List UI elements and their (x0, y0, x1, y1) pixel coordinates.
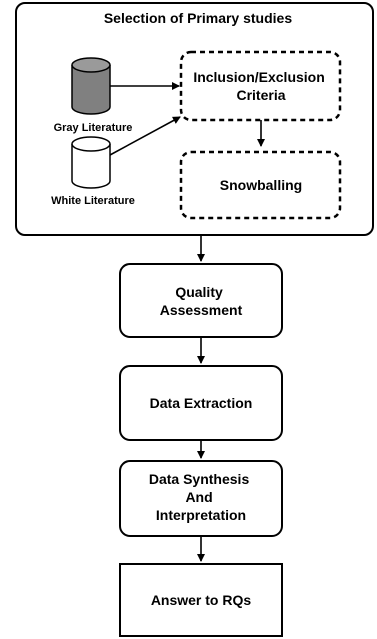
data-extraction-box (119, 365, 283, 441)
selection-group-title: Selection of Primary studies (104, 10, 292, 26)
arrow-white-to-criteria (109, 116, 181, 156)
white-literature-label: White Literature (51, 195, 135, 207)
data-extraction-label: Data Extraction (150, 395, 253, 411)
criteria-label: Inclusion/Exclusion Criteria (193, 69, 328, 103)
white-cylinder-top (71, 136, 111, 152)
data-synthesis-box (119, 460, 283, 537)
synthesis-label-line-1: Data Synthesis (149, 471, 250, 487)
quality-label-line-2: Assessment (160, 302, 243, 318)
answer-rqs-label: Answer to RQs (151, 592, 252, 608)
quality-label-line-1: Quality (175, 284, 223, 300)
synthesis-label-line-3: Interpretation (156, 507, 246, 523)
gray-cylinder-top (71, 57, 111, 73)
criteria-label-line-2: Criteria (236, 87, 285, 103)
data-synthesis-label: Data Synthesis And Interpretation (149, 471, 253, 523)
quality-assessment-label: Quality Assessment (160, 284, 243, 318)
gray-literature-database-icon (71, 57, 111, 115)
gray-cylinder-body (71, 65, 111, 115)
quality-assessment-box (119, 263, 283, 338)
answer-rqs-box (119, 563, 283, 637)
criteria-label-line-1: Inclusion/Exclusion (193, 69, 324, 85)
snowballing-box (179, 150, 342, 220)
white-literature-database-icon (71, 136, 111, 189)
synthesis-label-line-2: And (185, 489, 212, 505)
white-cylinder-body (71, 144, 111, 189)
gray-literature-label: Gray Literature (54, 122, 133, 134)
snowballing-label: Snowballing (220, 177, 302, 193)
criteria-box (179, 50, 342, 122)
